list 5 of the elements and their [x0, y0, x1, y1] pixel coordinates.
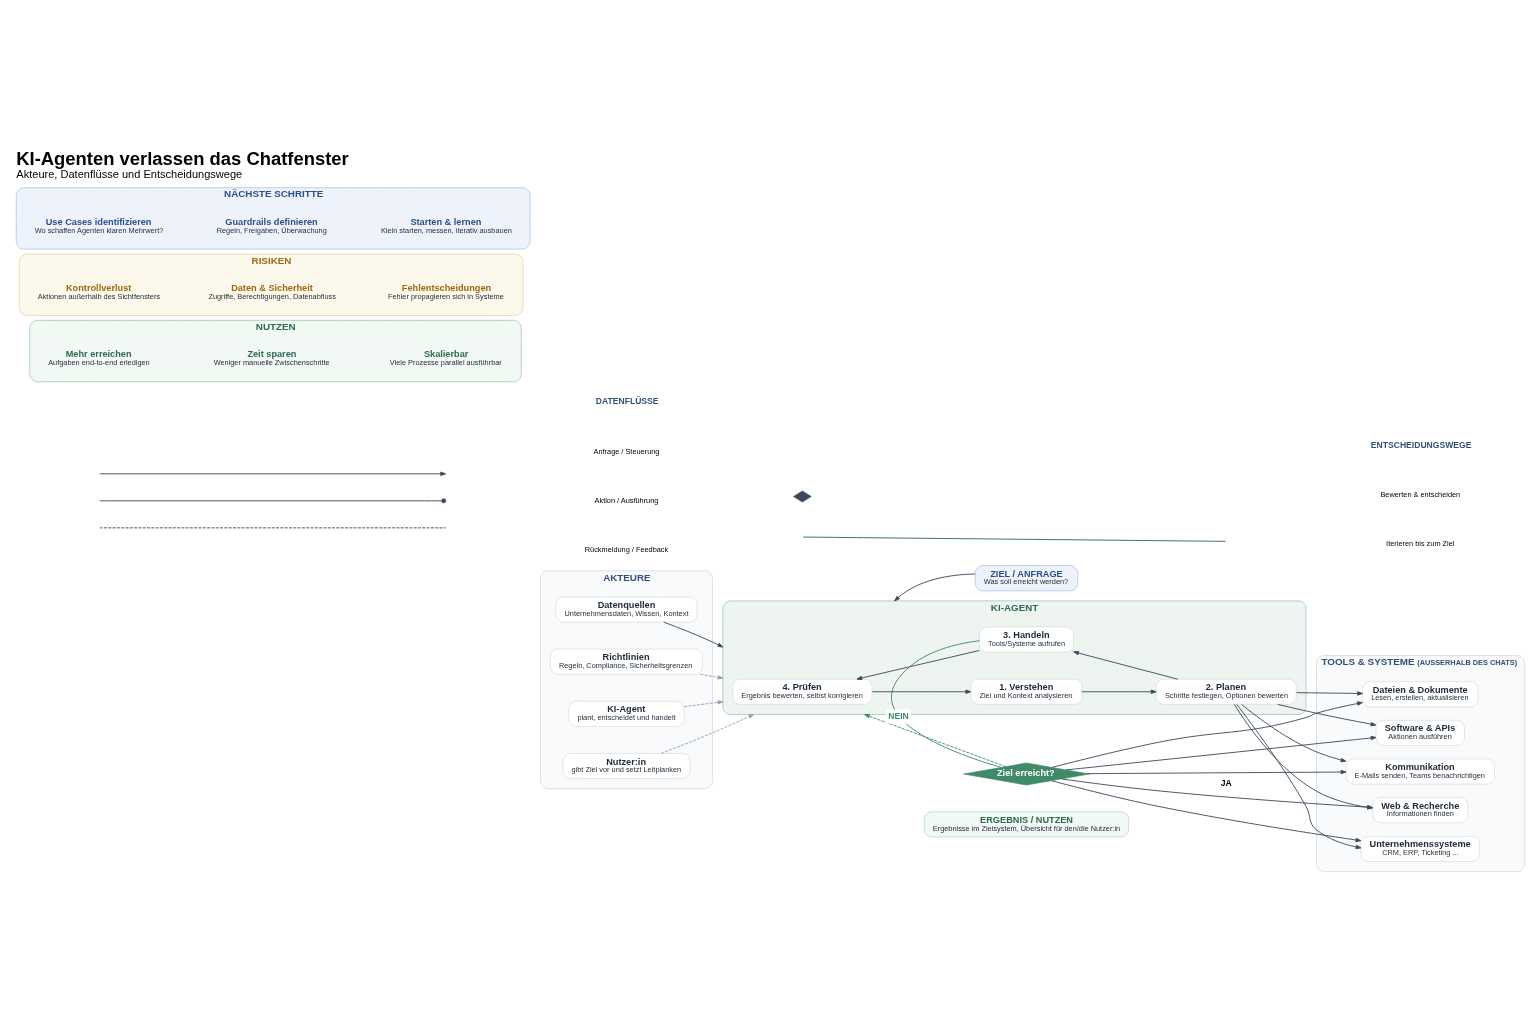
edge-label: JA [1220, 777, 1232, 787]
label: DATENFLÜSSE [595, 395, 659, 406]
diagram-title: KI-Agenten verlassen das Chatfenster [16, 147, 349, 169]
edge-label: NEIN [888, 710, 909, 721]
label: ENTSCHEIDUNGSWEGE [1370, 439, 1472, 450]
